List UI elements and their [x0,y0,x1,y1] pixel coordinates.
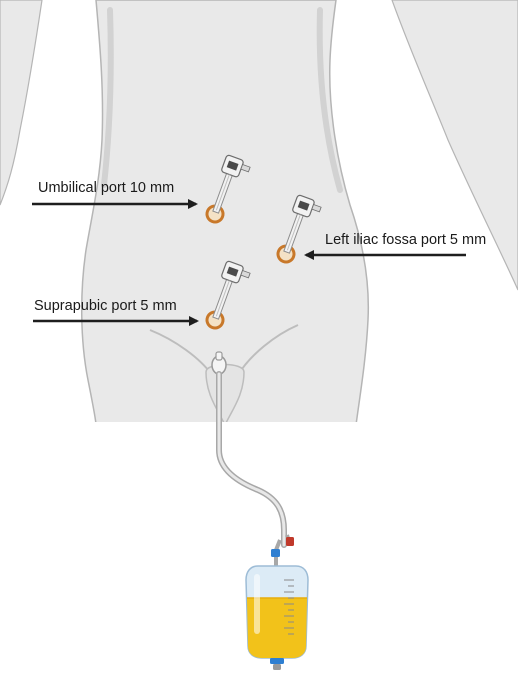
torso [0,0,518,430]
urine-bag-icon [246,566,308,670]
label-umbilical: Umbilical port 10 mm [38,180,174,196]
leg-cut [80,422,380,430]
red-connector [286,537,294,546]
right-arm [0,0,42,205]
label-left-iliac: Left iliac fossa port 5 mm [325,232,486,248]
blue-connector [271,549,280,557]
label-suprapubic: Suprapubic port 5 mm [34,298,177,314]
